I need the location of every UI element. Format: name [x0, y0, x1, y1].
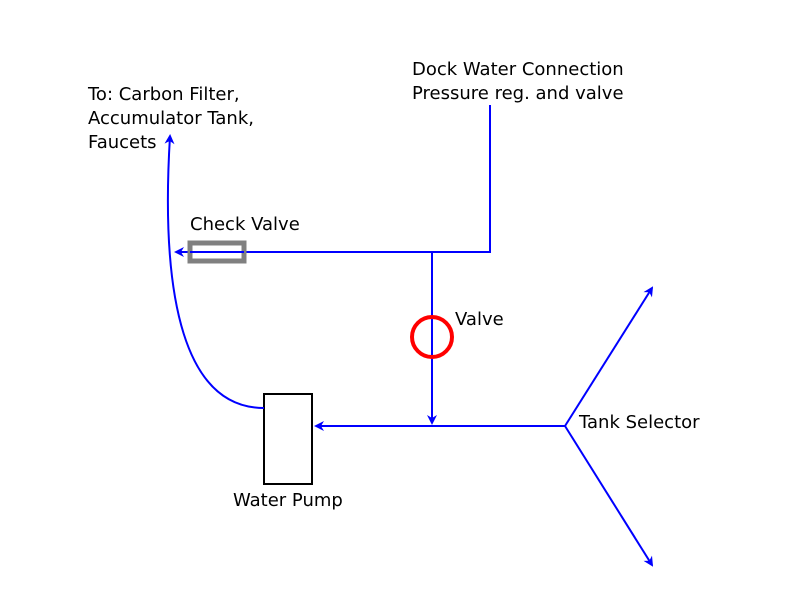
water-pump-label: Water Pump	[233, 490, 343, 511]
destination-label-1: To: Carbon Filter,	[87, 84, 240, 105]
tank-line-upper	[564, 286, 654, 427]
destination-label-2: Accumulator Tank,	[88, 108, 254, 129]
water-pump-symbol	[263, 393, 313, 485]
pump-output-pipe	[164, 134, 265, 409]
dock-label-2: Pressure reg. and valve	[412, 83, 624, 104]
valve-label: Valve	[455, 309, 504, 330]
dock-supply-pipe	[174, 105, 491, 257]
check-valve-label: Check Valve	[190, 214, 300, 235]
tank-line-lower	[564, 425, 654, 567]
dock-label-1: Dock Water Connection	[412, 59, 624, 80]
destination-label-3: Faucets	[88, 132, 157, 153]
valve-symbol	[410, 315, 454, 359]
tank-selector-label: Tank Selector	[578, 412, 700, 433]
